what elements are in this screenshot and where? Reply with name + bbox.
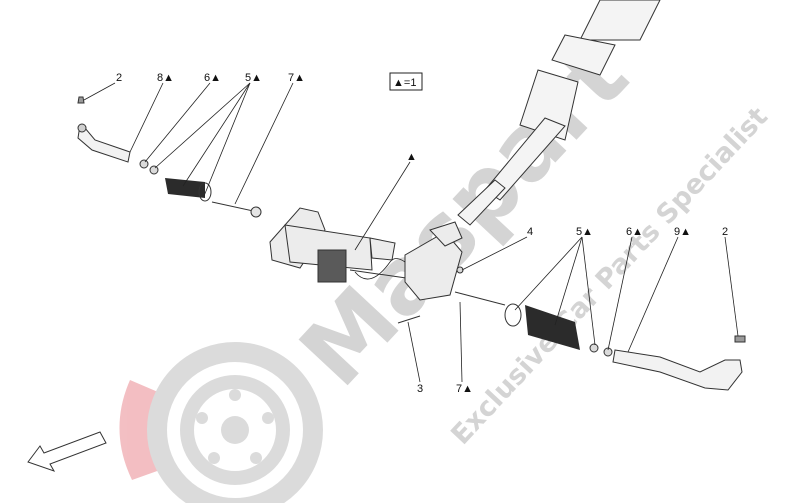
legend-box: ▲=1	[389, 72, 423, 91]
callout-9: 9▲	[674, 226, 691, 238]
steering-rack	[269, 207, 463, 301]
nut-right	[589, 343, 613, 357]
boot-right	[525, 305, 580, 350]
boot-left	[165, 178, 212, 202]
steering-column	[457, 0, 661, 226]
callout-8: 8▲	[157, 72, 174, 84]
brake-disc-logo-icon	[119, 342, 323, 503]
tie-rod-end-left	[77, 96, 131, 163]
nut-left	[139, 159, 159, 175]
callout-5-left: 5▲	[245, 72, 262, 84]
washer	[456, 266, 464, 274]
callout-6-left: 6▲	[204, 72, 221, 84]
callout-labels: 2 8▲ 6▲ 5▲ 7▲ ▲ 4 5▲ 6▲ 9▲ 2 3 7▲	[116, 72, 728, 395]
ring-clamp-right	[504, 303, 522, 327]
inner-tie-rod-left	[211, 201, 262, 218]
callout-3: 3	[417, 383, 423, 395]
front-arrow-icon	[27, 431, 107, 472]
callout-6-right: 6▲	[626, 226, 643, 238]
leader-lines	[83, 82, 739, 383]
tie-rod-end-right	[612, 335, 746, 391]
callout-4: 4	[527, 226, 533, 238]
callout-2-left: 2	[116, 72, 122, 84]
legend-text: ▲=1	[393, 77, 416, 89]
callout-7-top: 7▲	[288, 72, 305, 84]
bolt	[397, 315, 421, 324]
callout-2-right: 2	[722, 226, 728, 238]
callout-5-right: 5▲	[576, 226, 593, 238]
callout-7-bottom: 7▲	[456, 383, 473, 395]
inner-tie-rod-right	[454, 291, 506, 306]
callout-rack: ▲	[406, 151, 417, 163]
